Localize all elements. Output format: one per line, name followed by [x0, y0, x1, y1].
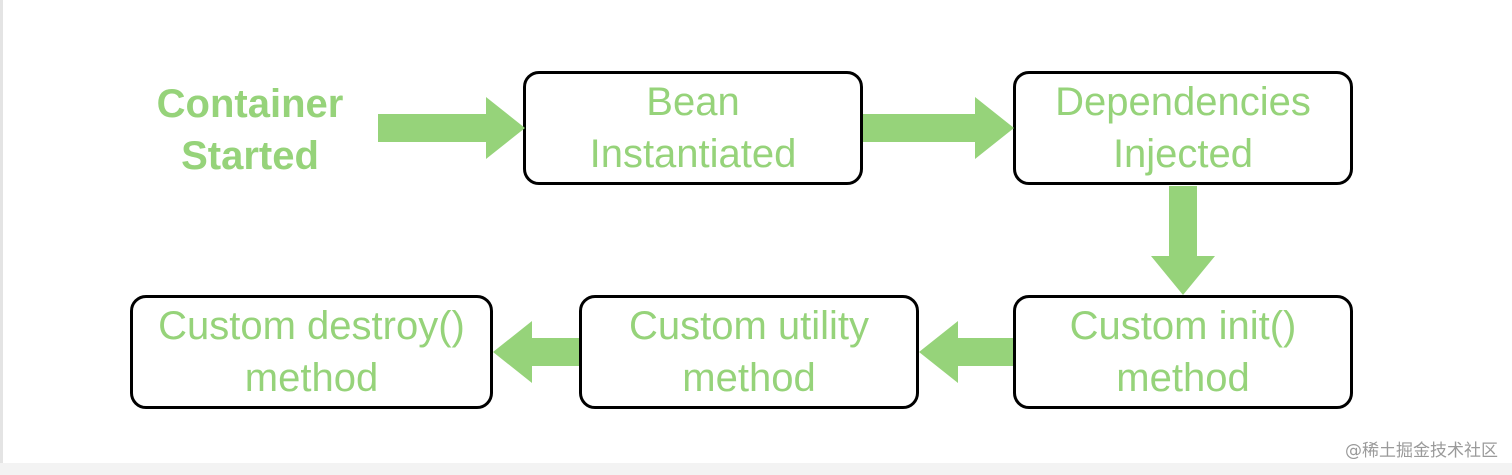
container-started-label: Container Started	[156, 82, 344, 178]
node-bean-instantiated: Bean Instantiated	[523, 71, 863, 185]
node-custom-destroy-method: Custom destroy() method	[130, 295, 493, 409]
arrow-left-icon	[919, 321, 1013, 383]
left-edge-border	[0, 0, 3, 475]
arrow-right-icon	[863, 97, 1014, 159]
arrow-right-icon	[378, 97, 525, 159]
arrow-left-icon	[493, 321, 579, 383]
arrow-down-icon	[1151, 186, 1215, 295]
node-custom-utility-method: Custom utility method	[579, 295, 919, 409]
watermark-text: @稀土掘金技术社区	[1345, 441, 1498, 461]
node-dependencies-injected: Dependencies Injected	[1013, 71, 1353, 185]
node-custom-init-method: Custom init() method	[1013, 295, 1353, 409]
bottom-strip	[0, 463, 1512, 475]
